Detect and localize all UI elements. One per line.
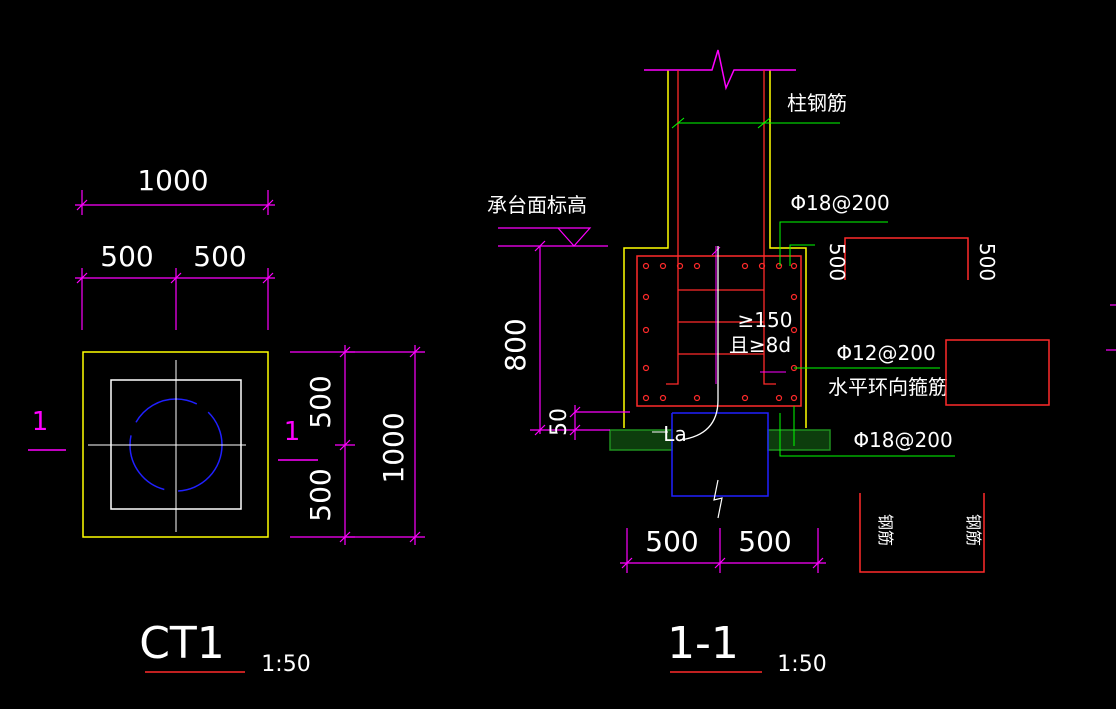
label-hoop-name: 水平环向箍筋 (828, 375, 948, 399)
detail-dim-500-b: 500 (975, 243, 999, 281)
plan-top-dimensions (75, 190, 275, 330)
section-dim-bottom-left: 500 (645, 525, 698, 558)
plan-dim-total-right: 1000 (377, 412, 410, 483)
section-pile (671, 412, 769, 497)
plan-dim-upper-half: 500 (304, 375, 337, 428)
label-anchor-8d: 且≥8d (729, 333, 791, 357)
section-cushion-right (767, 429, 831, 451)
detail-label-left: 钢筋 (876, 514, 895, 546)
detail-bottom-rebar-shape (859, 493, 985, 573)
detail-top-rebar-shape (844, 237, 969, 280)
section-leader-column-rebar (671, 117, 840, 129)
section-pile-break (713, 479, 723, 519)
section-column-rebars (666, 70, 776, 385)
plan-dim-total-top: 1000 (137, 164, 208, 197)
svg-text:1: 1 (32, 407, 49, 437)
svg-text:1: 1 (284, 417, 301, 447)
section-column-outline (623, 49, 807, 428)
label-hoop-spec: Φ12@200 (836, 341, 935, 365)
plan-dim-right-half: 500 (193, 240, 246, 273)
label-bottom-rebar: Φ18@200 (853, 428, 952, 452)
section-left-dimensions (530, 240, 630, 440)
plan-section-mark-right: 1 (278, 417, 318, 461)
detail-label-right: 钢筋 (964, 514, 983, 546)
section-anchor-leader (711, 246, 786, 384)
plan-scale: 1:50 (261, 652, 310, 677)
plan-title: CT1 (139, 618, 225, 669)
section-scale: 1:50 (777, 652, 826, 677)
plan-section-mark-left: 1 (28, 407, 66, 451)
section-rebar-dots (642, 262, 798, 402)
detail-dim-500-a: 500 (825, 243, 849, 281)
label-top-rebar: Φ18@200 (790, 191, 889, 215)
detail-views: 500 500 钢筋 钢筋 (825, 237, 1116, 573)
section-dim-cover: 50 (547, 408, 572, 436)
plan-right-dimensions (290, 345, 425, 545)
section-view: 柱钢筋 Φ18@200 ≥150 且≥8d Φ12@200 水平环向箍筋 (487, 49, 955, 677)
section-cap-rebar-box (636, 255, 802, 407)
section-pile-rebar-hook (679, 246, 719, 441)
label-la: La (663, 422, 686, 446)
label-cap-top-elevation: 承台面标高 (487, 193, 587, 217)
section-bottom-dimensions (620, 528, 826, 573)
detail-hoop-shape (945, 339, 1050, 406)
plan-dim-lower-half: 500 (304, 468, 337, 521)
section-leader-top-rebar (779, 221, 888, 266)
plan-view: 1000 500 500 1 1 (28, 164, 425, 677)
plan-dim-left-half: 500 (100, 240, 153, 273)
section-dim-height: 800 (499, 318, 532, 371)
section-title: 1-1 (667, 618, 739, 669)
section-leader-bottom-rebar (779, 406, 955, 457)
label-column-rebar: 柱钢筋 (787, 91, 847, 115)
plan-cap-outline (82, 351, 269, 538)
label-anchor-150: ≥150 (738, 308, 793, 332)
section-elevation-marker (498, 227, 608, 247)
section-dim-bottom-right: 500 (738, 525, 791, 558)
